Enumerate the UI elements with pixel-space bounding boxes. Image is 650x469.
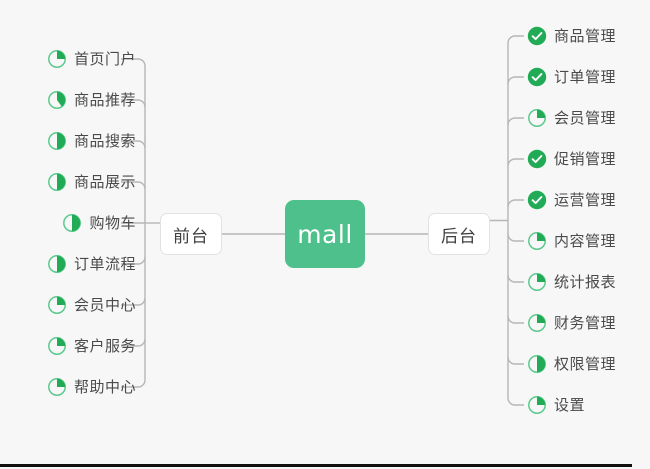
- leaf-item[interactable]: 运营管理: [527, 187, 616, 213]
- pie-icon: [47, 90, 67, 110]
- back-stub: [507, 356, 524, 365]
- pie-icon: [47, 49, 67, 69]
- leaf-item[interactable]: 财务管理: [527, 310, 616, 336]
- check-icon: [527, 67, 547, 87]
- leaf-item-label: 促销管理: [554, 149, 617, 168]
- leaf-item-label: 商品展示: [73, 172, 136, 191]
- back-stub: [507, 233, 524, 242]
- leaf-item-label: 首页门户: [73, 49, 136, 68]
- leaf-item[interactable]: 购物车: [62, 210, 136, 236]
- leaf-item-label: 内容管理: [554, 231, 617, 250]
- leaf-item[interactable]: 订单流程: [47, 251, 136, 277]
- pie-icon: [527, 313, 547, 333]
- pie-icon: [47, 172, 67, 192]
- leaf-item-label: 商品推荐: [73, 90, 136, 109]
- leaf-item-label: 统计报表: [554, 272, 617, 291]
- back-stub: [507, 158, 524, 167]
- bottom-rule: [0, 464, 632, 467]
- back-stub: [507, 274, 524, 283]
- check-icon: [527, 149, 547, 169]
- back-stub: [507, 76, 524, 85]
- node-root-mall[interactable]: mall: [285, 200, 365, 268]
- leaf-item[interactable]: 商品管理: [527, 23, 616, 49]
- back-stub: [507, 199, 524, 208]
- back-stub: [507, 35, 524, 44]
- leaf-item-label: 商品搜索: [73, 131, 136, 150]
- node-front-office-label: 前台: [173, 226, 209, 247]
- leaf-item-label: 订单流程: [73, 254, 136, 273]
- pie-icon: [47, 131, 67, 151]
- leaf-item[interactable]: 客户服务: [47, 333, 136, 359]
- leaf-item-label: 设置: [554, 395, 586, 414]
- leaf-item[interactable]: 会员中心: [47, 292, 136, 318]
- pie-icon: [527, 395, 547, 415]
- pie-icon: [527, 231, 547, 251]
- leaf-item-label: 权限管理: [554, 354, 617, 373]
- leaf-item[interactable]: 促销管理: [527, 146, 616, 172]
- pie-icon: [47, 295, 67, 315]
- node-front-office[interactable]: 前台: [160, 213, 222, 255]
- leaf-item[interactable]: 权限管理: [527, 351, 616, 377]
- leaf-item[interactable]: 内容管理: [527, 228, 616, 254]
- leaf-item-label: 购物车: [89, 213, 136, 232]
- leaf-item-label: 客户服务: [73, 336, 136, 355]
- leaf-item[interactable]: 商品展示: [47, 169, 136, 195]
- leaf-item-label: 运营管理: [554, 190, 617, 209]
- leaf-item-label: 帮助中心: [73, 377, 136, 396]
- leaf-item[interactable]: 首页门户: [47, 46, 136, 72]
- node-root-label: mall: [297, 219, 353, 249]
- pie-icon: [62, 213, 82, 233]
- leaf-item-label: 商品管理: [554, 26, 617, 45]
- back-stub: [507, 117, 524, 126]
- leaf-item-label: 会员中心: [73, 295, 136, 314]
- node-back-office-label: 后台: [441, 226, 477, 247]
- check-icon: [527, 26, 547, 46]
- leaf-item[interactable]: 帮助中心: [47, 374, 136, 400]
- pie-icon: [527, 108, 547, 128]
- node-back-office[interactable]: 后台: [428, 213, 490, 255]
- leaf-item-label: 财务管理: [554, 313, 617, 332]
- pie-icon: [527, 272, 547, 292]
- back-stub: [507, 397, 524, 406]
- leaf-item[interactable]: 会员管理: [527, 105, 616, 131]
- leaf-item-label: 会员管理: [554, 108, 617, 127]
- leaf-item-label: 订单管理: [554, 67, 617, 86]
- leaf-item[interactable]: 统计报表: [527, 269, 616, 295]
- leaf-item[interactable]: 订单管理: [527, 64, 616, 90]
- leaf-item[interactable]: 商品搜索: [47, 128, 136, 154]
- pie-icon: [47, 377, 67, 397]
- pie-icon: [527, 354, 547, 374]
- check-icon: [527, 190, 547, 210]
- leaf-item[interactable]: 商品推荐: [47, 87, 136, 113]
- back-stub: [507, 315, 524, 324]
- pie-icon: [47, 336, 67, 356]
- leaf-item[interactable]: 设置: [527, 392, 585, 418]
- pie-icon: [47, 254, 67, 274]
